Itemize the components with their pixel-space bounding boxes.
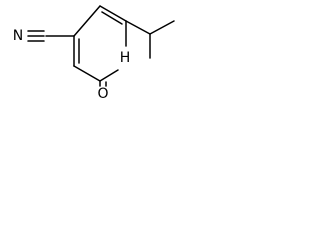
atom-label-o-carbonyl: O xyxy=(97,86,108,102)
bond-c5-c6-inner xyxy=(101,11,123,25)
bond-n1-c2 xyxy=(99,69,119,82)
bond-c5-c6 xyxy=(99,5,127,22)
bond-c4-c5 xyxy=(73,5,101,37)
bond-c6-ch xyxy=(125,20,151,35)
bond-c2-c3 xyxy=(73,65,101,82)
atom-label-n-nitrile: N xyxy=(13,28,23,44)
bond-ch-ch3-upper xyxy=(149,20,175,35)
atom-label-h-ring: H xyxy=(120,50,131,66)
molecule-structure: N H O xyxy=(13,5,175,102)
